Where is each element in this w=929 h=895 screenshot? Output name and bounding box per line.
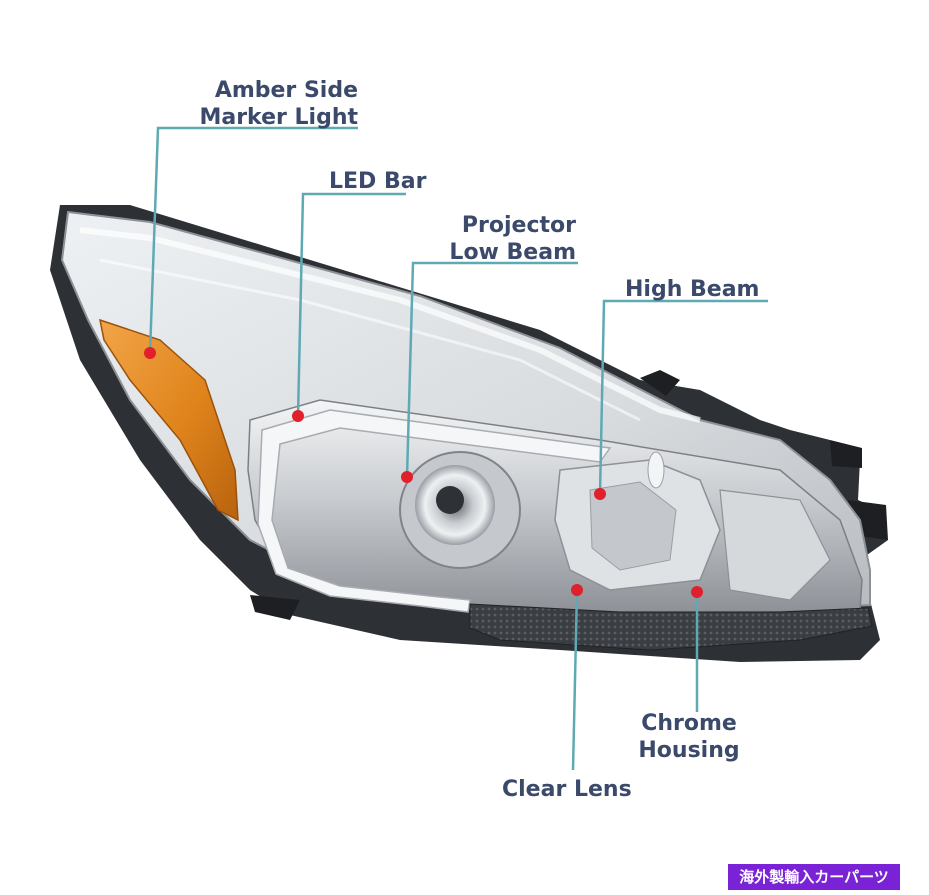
label-amber-side-marker: Amber Side Marker Light: [180, 77, 358, 131]
high-beam-reflector: [554, 451, 831, 601]
label-amber-side-marker-line1: Amber Side: [214, 78, 358, 103]
label-chrome-housing-line1: Chrome: [641, 711, 737, 736]
leader-projector-low-beam: [405, 261, 578, 478]
projector-assembly: [399, 451, 521, 569]
leader-lines: [148, 126, 768, 771]
label-amber-side-marker-line2: Marker Light: [199, 105, 358, 130]
label-clear-lens: Clear Lens: [502, 776, 632, 803]
marker-dot-amber-side: [144, 347, 156, 359]
label-high-beam-line1: High Beam: [625, 277, 760, 302]
label-projector-line1: Projector: [461, 213, 576, 238]
label-chrome-housing-line2: Housing: [638, 738, 740, 763]
watermark-badge: 海外製輸入カーパーツ: [728, 864, 900, 890]
label-high-beam: High Beam: [625, 276, 759, 303]
lower-mesh-trim: [469, 603, 873, 651]
label-chrome-housing: Chrome Housing: [626, 710, 752, 764]
marker-dots: [144, 347, 703, 598]
marker-dot-projector: [401, 471, 413, 483]
marker-dot-clear-lens: [571, 584, 583, 596]
marker-dot-chrome-housing: [691, 586, 703, 598]
marker-dot-high-beam: [594, 488, 606, 500]
led-bar: [257, 409, 612, 613]
label-clear-lens-line1: Clear Lens: [502, 777, 632, 802]
marker-dot-led-bar: [292, 410, 304, 422]
amber-side-marker: [99, 318, 239, 522]
label-led-bar: LED Bar: [329, 168, 426, 195]
leader-clear-lens: [571, 589, 579, 771]
leader-led-bar: [296, 192, 406, 417]
leader-amber-side-marker: [148, 126, 358, 354]
label-led-bar-line1: LED Bar: [329, 169, 427, 194]
label-projector-line2: Low Beam: [449, 240, 576, 265]
label-projector-low-beam: Projector Low Beam: [430, 212, 576, 266]
leader-high-beam: [598, 299, 768, 495]
